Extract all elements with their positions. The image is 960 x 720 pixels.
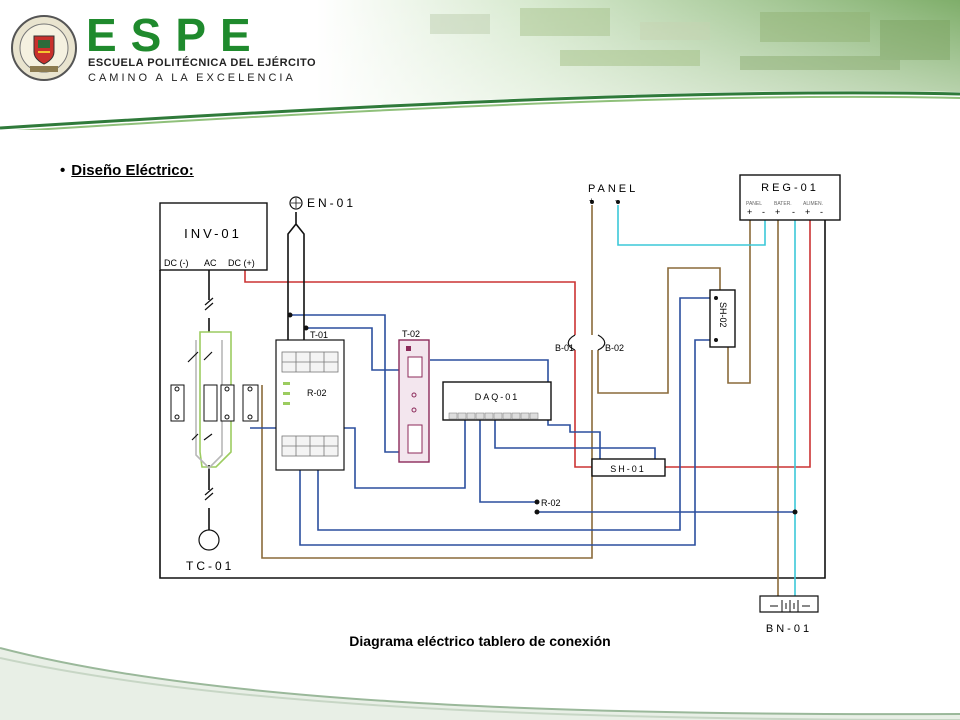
brand-motto: CAMINO A LA EXCELENCIA	[88, 72, 296, 84]
wire-brown-reg	[727, 220, 751, 384]
energy-meter-label: EN-01	[307, 196, 356, 210]
section-heading: Diseño Eléctrico:	[71, 162, 194, 179]
reg-pol-4: -	[792, 207, 795, 217]
inverter-label: INV-01	[184, 226, 242, 241]
panel-label: PANEL	[588, 183, 638, 195]
daq-module: DAQ-01	[442, 381, 552, 421]
crest-logo	[11, 15, 77, 81]
energy-meter-en01: EN-01	[289, 196, 356, 210]
battery-label: BN-01	[766, 623, 812, 635]
reg-pol-5: +	[805, 207, 810, 217]
reg-pol-3: +	[775, 207, 780, 217]
breaker-1-label: B-01	[555, 343, 574, 353]
relay-inner-label: R-02	[307, 388, 327, 398]
breaker-2-label: B-02	[605, 343, 624, 353]
reg-label: REG-01	[761, 182, 819, 194]
inverter-inv01: INV-01 DC (-) AC DC (+)	[159, 202, 268, 271]
terminal-block-t01: T-01 R-02	[275, 330, 345, 471]
inverter-terminal-dcpos: DC (+)	[228, 258, 255, 268]
sh02-label: SH-02	[718, 302, 728, 328]
header-banner	[0, 0, 960, 130]
reg-pol-6: -	[820, 207, 823, 217]
wire-red	[244, 270, 576, 335]
wire-cyan-panel	[617, 205, 766, 246]
shunt-sh02: SH-02	[709, 289, 736, 348]
footer-swoosh	[0, 647, 960, 720]
solar-panel: PANEL + -	[588, 183, 638, 205]
terminal-block-t02: T-02	[398, 329, 430, 463]
breakers: B-01 B-02	[555, 334, 624, 353]
daq-label: DAQ-01	[475, 392, 520, 402]
t01-label: T-01	[310, 330, 328, 340]
wire-blue-8	[317, 297, 710, 531]
wire-green-fuse	[199, 331, 232, 468]
wire-blue-4	[354, 420, 466, 489]
sh01-label: SH-01	[610, 464, 646, 474]
wire-red-c	[665, 220, 811, 468]
panel-pos: +	[589, 196, 594, 205]
wire-blue-6	[494, 420, 656, 462]
reg-pol-1: +	[747, 207, 752, 217]
wire-brown-panel	[261, 205, 593, 559]
fuse-group	[170, 384, 259, 422]
battery-bn01: BN-01	[759, 595, 819, 635]
section-bullet: •Diseño Eléctrico:	[60, 162, 194, 179]
reg-group-panel: PANEL	[746, 201, 762, 207]
tc-label: TC-01	[186, 559, 234, 573]
brand-title: ESPE	[86, 9, 265, 61]
wire-blue-9	[299, 339, 715, 546]
relay-outer-label: R-02	[541, 498, 561, 508]
wire-frame-black	[159, 220, 826, 579]
panel-neg: -	[615, 196, 618, 205]
regulator-reg01: REG-01 PANEL BATER. ALIMEN. + - + - + -	[739, 174, 841, 221]
brand-subtitle: ESCUELA POLITÉCNICA DEL EJÉRCITO	[88, 57, 317, 69]
switch-marks	[187, 297, 214, 501]
shunt-sh01: SH-01	[591, 458, 666, 477]
current-transformer-tc01: TC-01	[186, 529, 234, 573]
wire-blue-3	[430, 359, 601, 462]
wire-brown-b02	[597, 267, 721, 394]
inverter-terminal-ac: AC	[204, 258, 217, 268]
wire-black-en	[287, 212, 305, 340]
diagram-caption: Diagrama eléctrico tablero de conexión	[349, 633, 611, 649]
wire-blue-1	[290, 314, 405, 453]
t02-label: T-02	[402, 329, 420, 339]
reg-pol-2: -	[762, 207, 765, 217]
reg-group-bater: BATER.	[774, 201, 792, 207]
wire-blue-2	[306, 327, 405, 371]
reg-group-alimen: ALIMEN.	[803, 201, 823, 207]
wire-red-b	[574, 350, 592, 468]
inverter-terminal-dcneg: DC (-)	[164, 258, 189, 268]
relay-outer: R-02	[541, 498, 561, 508]
wire-blue-5	[479, 420, 537, 503]
